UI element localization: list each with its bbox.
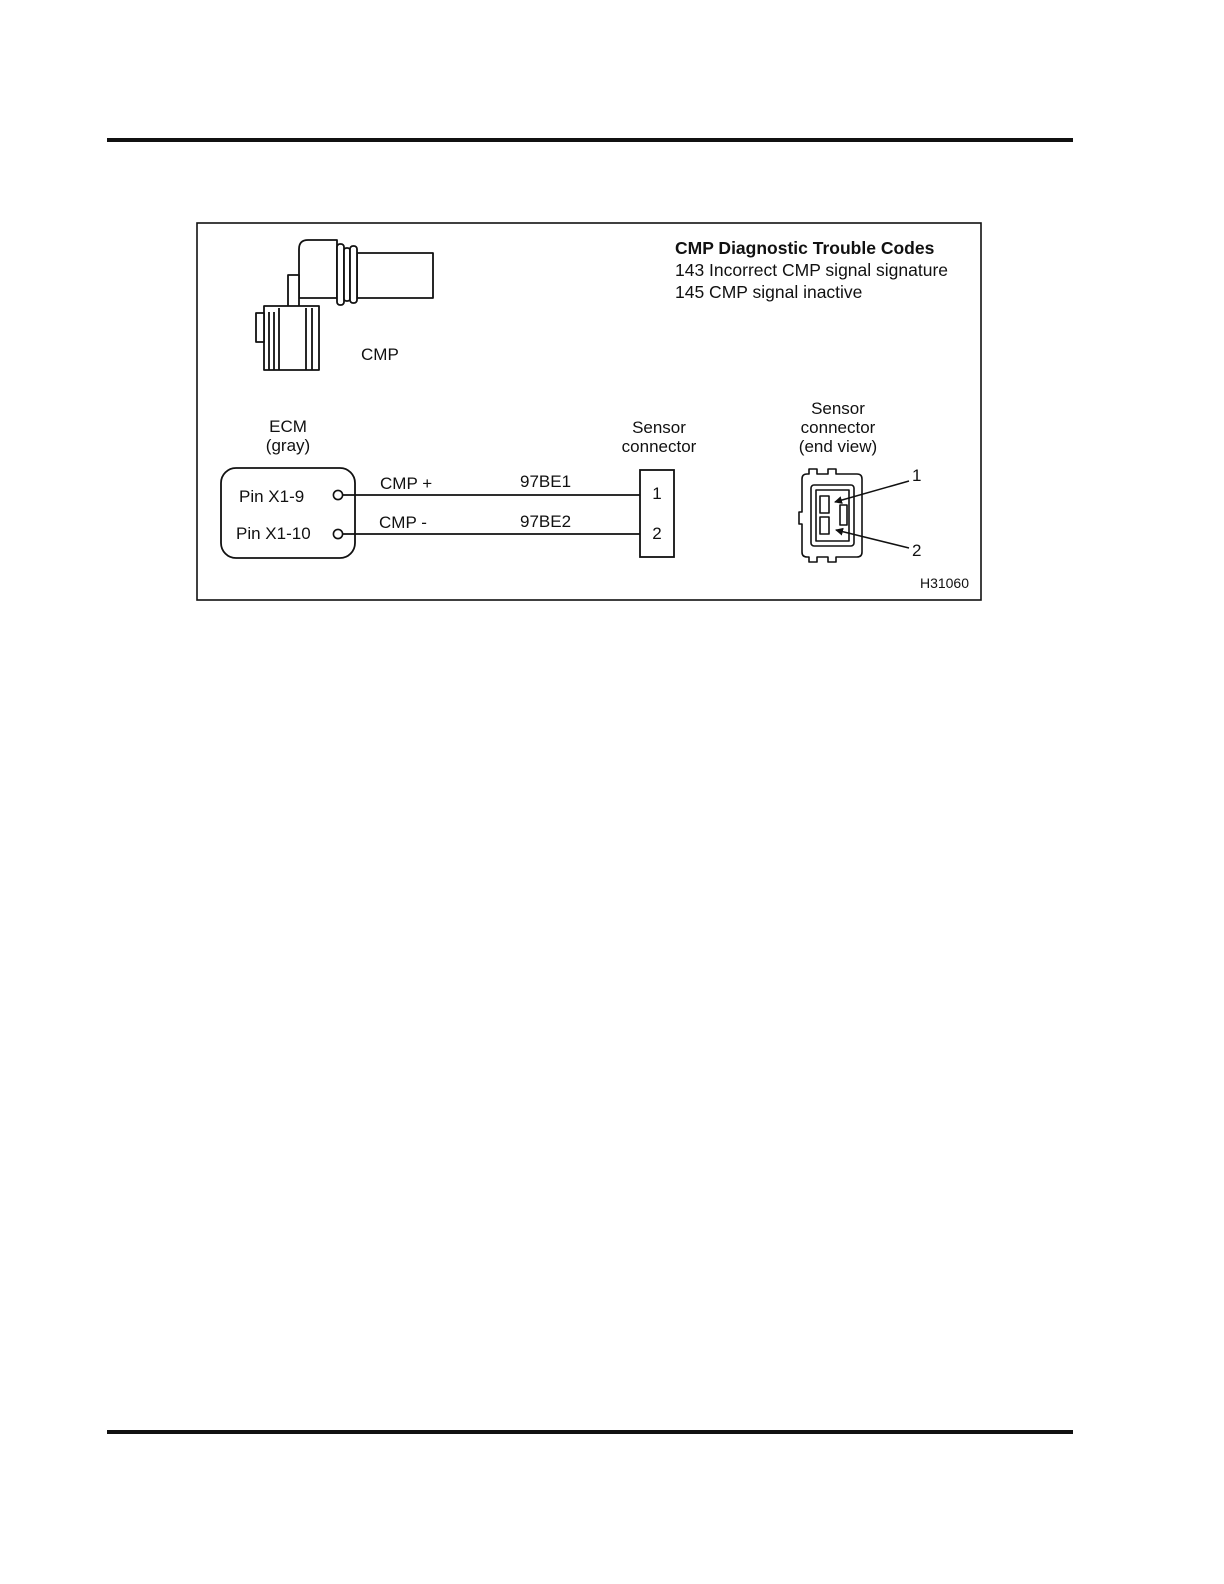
ecm-pin-x1-10-terminal [333, 529, 342, 538]
figure-id: H31060 [920, 575, 969, 591]
wire-cmp-plus-circuit: 97BE1 [520, 472, 571, 491]
ecm-pin-x1-9-terminal [333, 490, 342, 499]
end-view-title: Sensor [811, 399, 865, 418]
end-view-subtitle: connector [801, 418, 876, 437]
legend-code-143: 143 Incorrect CMP signal signature [675, 260, 948, 280]
ecm-title: ECM [269, 417, 307, 436]
cmp-wiring-diagram: CMP CMP Diagnostic Trouble Codes 143 Inc… [196, 222, 982, 601]
ecm-subtitle: (gray) [266, 436, 310, 455]
footer-rule [107, 1430, 1073, 1434]
legend-heading: CMP Diagnostic Trouble Codes [675, 238, 935, 258]
end-view-connector-illustration [799, 469, 862, 562]
wire-cmp-minus-signal: CMP - [379, 513, 427, 532]
sensor-connector-subtitle: connector [622, 437, 697, 456]
legend-code-145: 145 CMP signal inactive [675, 282, 862, 302]
ecm-pin-x1-9-label: Pin X1-9 [239, 487, 304, 506]
end-view-callout-2: 2 [912, 541, 921, 560]
sensor-connector-title: Sensor [632, 418, 686, 437]
end-view-callout-1: 1 [912, 466, 921, 485]
wire-cmp-plus-signal: CMP + [380, 474, 432, 493]
cmp-sensor-label: CMP [361, 345, 399, 364]
ecm-pin-x1-10-label: Pin X1-10 [236, 524, 311, 543]
sensor-connector-pin-1: 1 [652, 484, 661, 503]
sensor-connector-pin-2: 2 [652, 524, 661, 543]
wire-cmp-minus-circuit: 97BE2 [520, 512, 571, 531]
ecm-box [221, 468, 355, 558]
end-view-caption: (end view) [799, 437, 877, 456]
cmp-wiring-figure: CMP CMP Diagnostic Trouble Codes 143 Inc… [196, 222, 982, 601]
header-rule [107, 138, 1073, 142]
